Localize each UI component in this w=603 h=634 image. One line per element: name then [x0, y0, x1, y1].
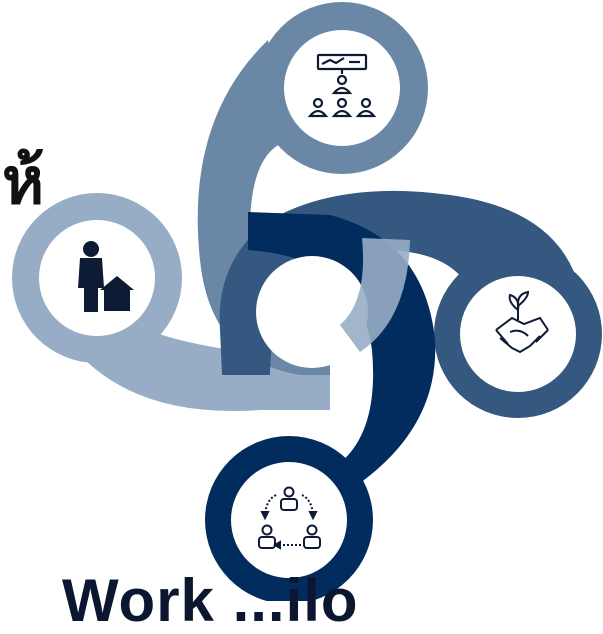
cropped-thai-text: ห้: [2, 144, 45, 219]
businessman-home-icon: [78, 241, 134, 312]
cropped-bottom-title: Work ...ilo: [62, 567, 359, 634]
team-cycle-icon: [258, 486, 321, 550]
presentation-teaching-icon: [307, 53, 377, 118]
pinwheel-svg: [12, 2, 602, 604]
overlap-band: [340, 238, 410, 352]
handshake-plant-icon: [495, 290, 549, 354]
icon-circle-right: [460, 276, 576, 392]
center-hole: [256, 256, 368, 368]
icon-circle-bottom: [231, 462, 347, 578]
